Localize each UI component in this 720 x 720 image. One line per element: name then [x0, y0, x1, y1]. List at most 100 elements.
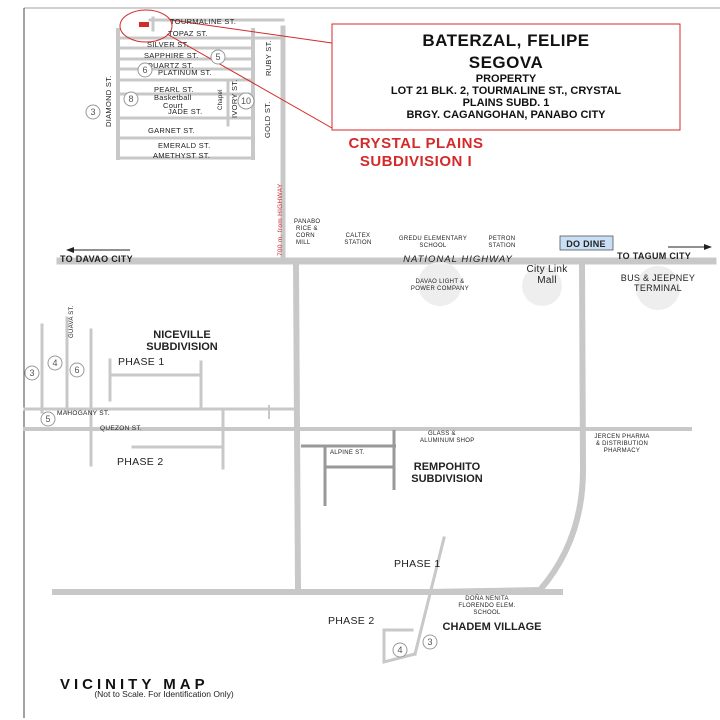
- glass-label-2: ALUMINUM SHOP: [420, 438, 475, 444]
- property-circle: [119, 9, 173, 43]
- property-address-line1: LOT 21 BLK. 2, TOURMALINE ST., CRYSTAL: [391, 85, 621, 97]
- east-road: [426, 258, 587, 596]
- block-number: 3: [29, 368, 34, 378]
- alpine-label: ALPINE ST.: [330, 450, 365, 456]
- highway-landmarks: PANABO RICE & CORN MILL CALTEX STATION G…: [294, 219, 695, 293]
- block-number-circle: [210, 49, 226, 65]
- terminal-label-1: BUS & JEEPNEY: [621, 273, 695, 283]
- block-number: 5: [215, 52, 220, 62]
- block-number: 10: [241, 96, 251, 106]
- block-number-circle: [47, 355, 63, 371]
- rice-mill-label-3: CORN: [296, 233, 315, 239]
- donya-label-1: DOÑA NENITA: [465, 595, 509, 602]
- gold-label: GOLD ST.: [263, 101, 272, 138]
- block-number-circle: [85, 104, 101, 120]
- quartz-label: QUARTZ ST.: [147, 61, 194, 70]
- silver-label: SILVER ST.: [147, 40, 189, 49]
- crystal-plains-streets: [116, 16, 286, 265]
- davao-light-label-1: DAVAO LIGHT &: [416, 279, 465, 285]
- caltex-label-1: CALTEX: [346, 233, 371, 239]
- block-number: 4: [397, 645, 402, 655]
- callout-line-lower: [166, 33, 333, 129]
- glass-label-1: GLASS &: [428, 431, 456, 437]
- block-number-circle: [237, 92, 255, 110]
- niceville-phase2: PHASE 2: [117, 456, 163, 468]
- block-number: 6: [74, 365, 79, 375]
- rice-mill-label-4: MILL: [296, 240, 311, 246]
- niceville-title-2: SUBDIVISION: [146, 341, 218, 353]
- block-number: 3: [427, 637, 432, 647]
- map-title: VICINITY MAP: [60, 676, 209, 693]
- rice-mill-label-2: RICE &: [296, 226, 318, 232]
- donya-label-2: FLORENDO ELEM.: [458, 603, 515, 609]
- property-label: PROPERTY: [476, 73, 537, 85]
- block-number: 6: [142, 65, 147, 75]
- basketball-label-1: Basketball: [154, 93, 192, 102]
- donya-label-3: SCHOOL: [473, 610, 501, 616]
- property-callout-box: [331, 23, 681, 131]
- ruby-label: RUBY ST.: [264, 40, 273, 76]
- tagum-arrow-head: [704, 244, 712, 250]
- block-number-circle: [123, 91, 139, 107]
- garnet-label: GARNET ST.: [148, 126, 195, 135]
- chadem-phase1: PHASE 1: [394, 558, 440, 570]
- block-number-circle: [422, 634, 438, 650]
- davao-light-label-2: POWER COMPANY: [411, 286, 469, 292]
- mahogany-label: MAHOGANY ST.: [57, 410, 110, 417]
- rempohito-title-1: REMPOHITO: [414, 461, 481, 473]
- niceville-title-1: NICEVILLE: [153, 329, 210, 341]
- chadem-labels: PHASE 1 PHASE 2 CHADEM VILLAGE DOÑA NENI…: [328, 558, 542, 658]
- crystal-street-labels: TOURMALINE ST. TOPAZ ST. SILVER ST. SAPP…: [104, 17, 284, 256]
- to-davao-label: TO DAVAO CITY: [60, 254, 133, 264]
- central-road: [292, 258, 302, 594]
- map-scale-note: (Not to Scale. For Identification Only): [94, 689, 234, 699]
- crystal-block-numbers: 5 6 8 3 10: [85, 49, 255, 120]
- jade-label: JADE ST.: [168, 107, 203, 116]
- owner-name-line1: BATERZAL, FELIPE: [422, 31, 589, 50]
- block-number-circle: [69, 362, 85, 378]
- terminal-label-2: TERMINAL: [634, 283, 682, 293]
- guava-label: GUAVA ST.: [69, 305, 75, 338]
- rice-mill-label-1: PANABO: [294, 219, 320, 225]
- do-dine-box: [559, 235, 614, 251]
- rempohito-title-2: SUBDIVISION: [411, 473, 483, 485]
- block-number: 8: [128, 94, 133, 104]
- highway-labels: TO DAVAO CITY TO TAGUM CITY NATIONAL HIG…: [60, 244, 712, 265]
- chadem-title: CHADEM VILLAGE: [443, 621, 542, 633]
- rempohito-labels: ALPINE ST. GLASS & ALUMINUM SHOP REMPOHI…: [330, 431, 649, 485]
- national-highway-label: NATIONAL HIGHWAY: [403, 254, 513, 265]
- rempohito-streets: [301, 430, 396, 506]
- block-number: 3: [90, 107, 95, 117]
- city-link-label-1: City Link: [526, 264, 568, 275]
- property-address-line3: BRGY. CAGANGOHAN, PANABO CITY: [406, 109, 606, 121]
- chadem-loop-road: [382, 628, 417, 664]
- owner-name-line2: SEGOVA: [469, 53, 543, 72]
- niceville-phase1: PHASE 1: [118, 356, 164, 368]
- block-number-circle: [137, 62, 153, 78]
- crystal-plains-title-line2: SUBDIVISION I: [360, 153, 472, 170]
- jercen-label-3: PHARMACY: [604, 448, 640, 454]
- property-lot-marker: [139, 22, 149, 27]
- jercen-label-2: & DISTRIBUTION: [596, 441, 648, 447]
- ivory-label: IVORY ST.: [230, 79, 239, 118]
- petron-label-1: PETRON: [489, 236, 516, 242]
- block-number-circle: [392, 642, 408, 658]
- city-link-marker: [522, 266, 562, 306]
- chadem-phase2: PHASE 2: [328, 615, 374, 627]
- sapphire-label: SAPPHIRE ST.: [144, 51, 198, 60]
- diamond-label: DIAMOND ST.: [104, 75, 113, 127]
- city-link-label-2: Mall: [537, 275, 557, 286]
- chadem-main-road: [413, 536, 446, 656]
- property-info: BATERZAL, FELIPE SEGOVA PROPERTY LOT 21 …: [391, 31, 621, 121]
- basketball-label-2: Court: [163, 101, 183, 110]
- petron-label-2: STATION: [488, 243, 515, 249]
- tourmaline-label: TOURMALINE ST.: [170, 17, 236, 26]
- property-address-line2: PLAINS SUBD. 1: [463, 97, 550, 109]
- amethyst-label: AMETHYST ST.: [153, 151, 210, 160]
- block-number-circle: [40, 411, 56, 427]
- niceville-streets: [23, 316, 298, 470]
- distance-note: 700 m. from HIGHWAY: [277, 183, 284, 256]
- topaz-label: TOPAZ ST.: [168, 29, 208, 38]
- emerald-label: EMERALD ST.: [158, 141, 210, 150]
